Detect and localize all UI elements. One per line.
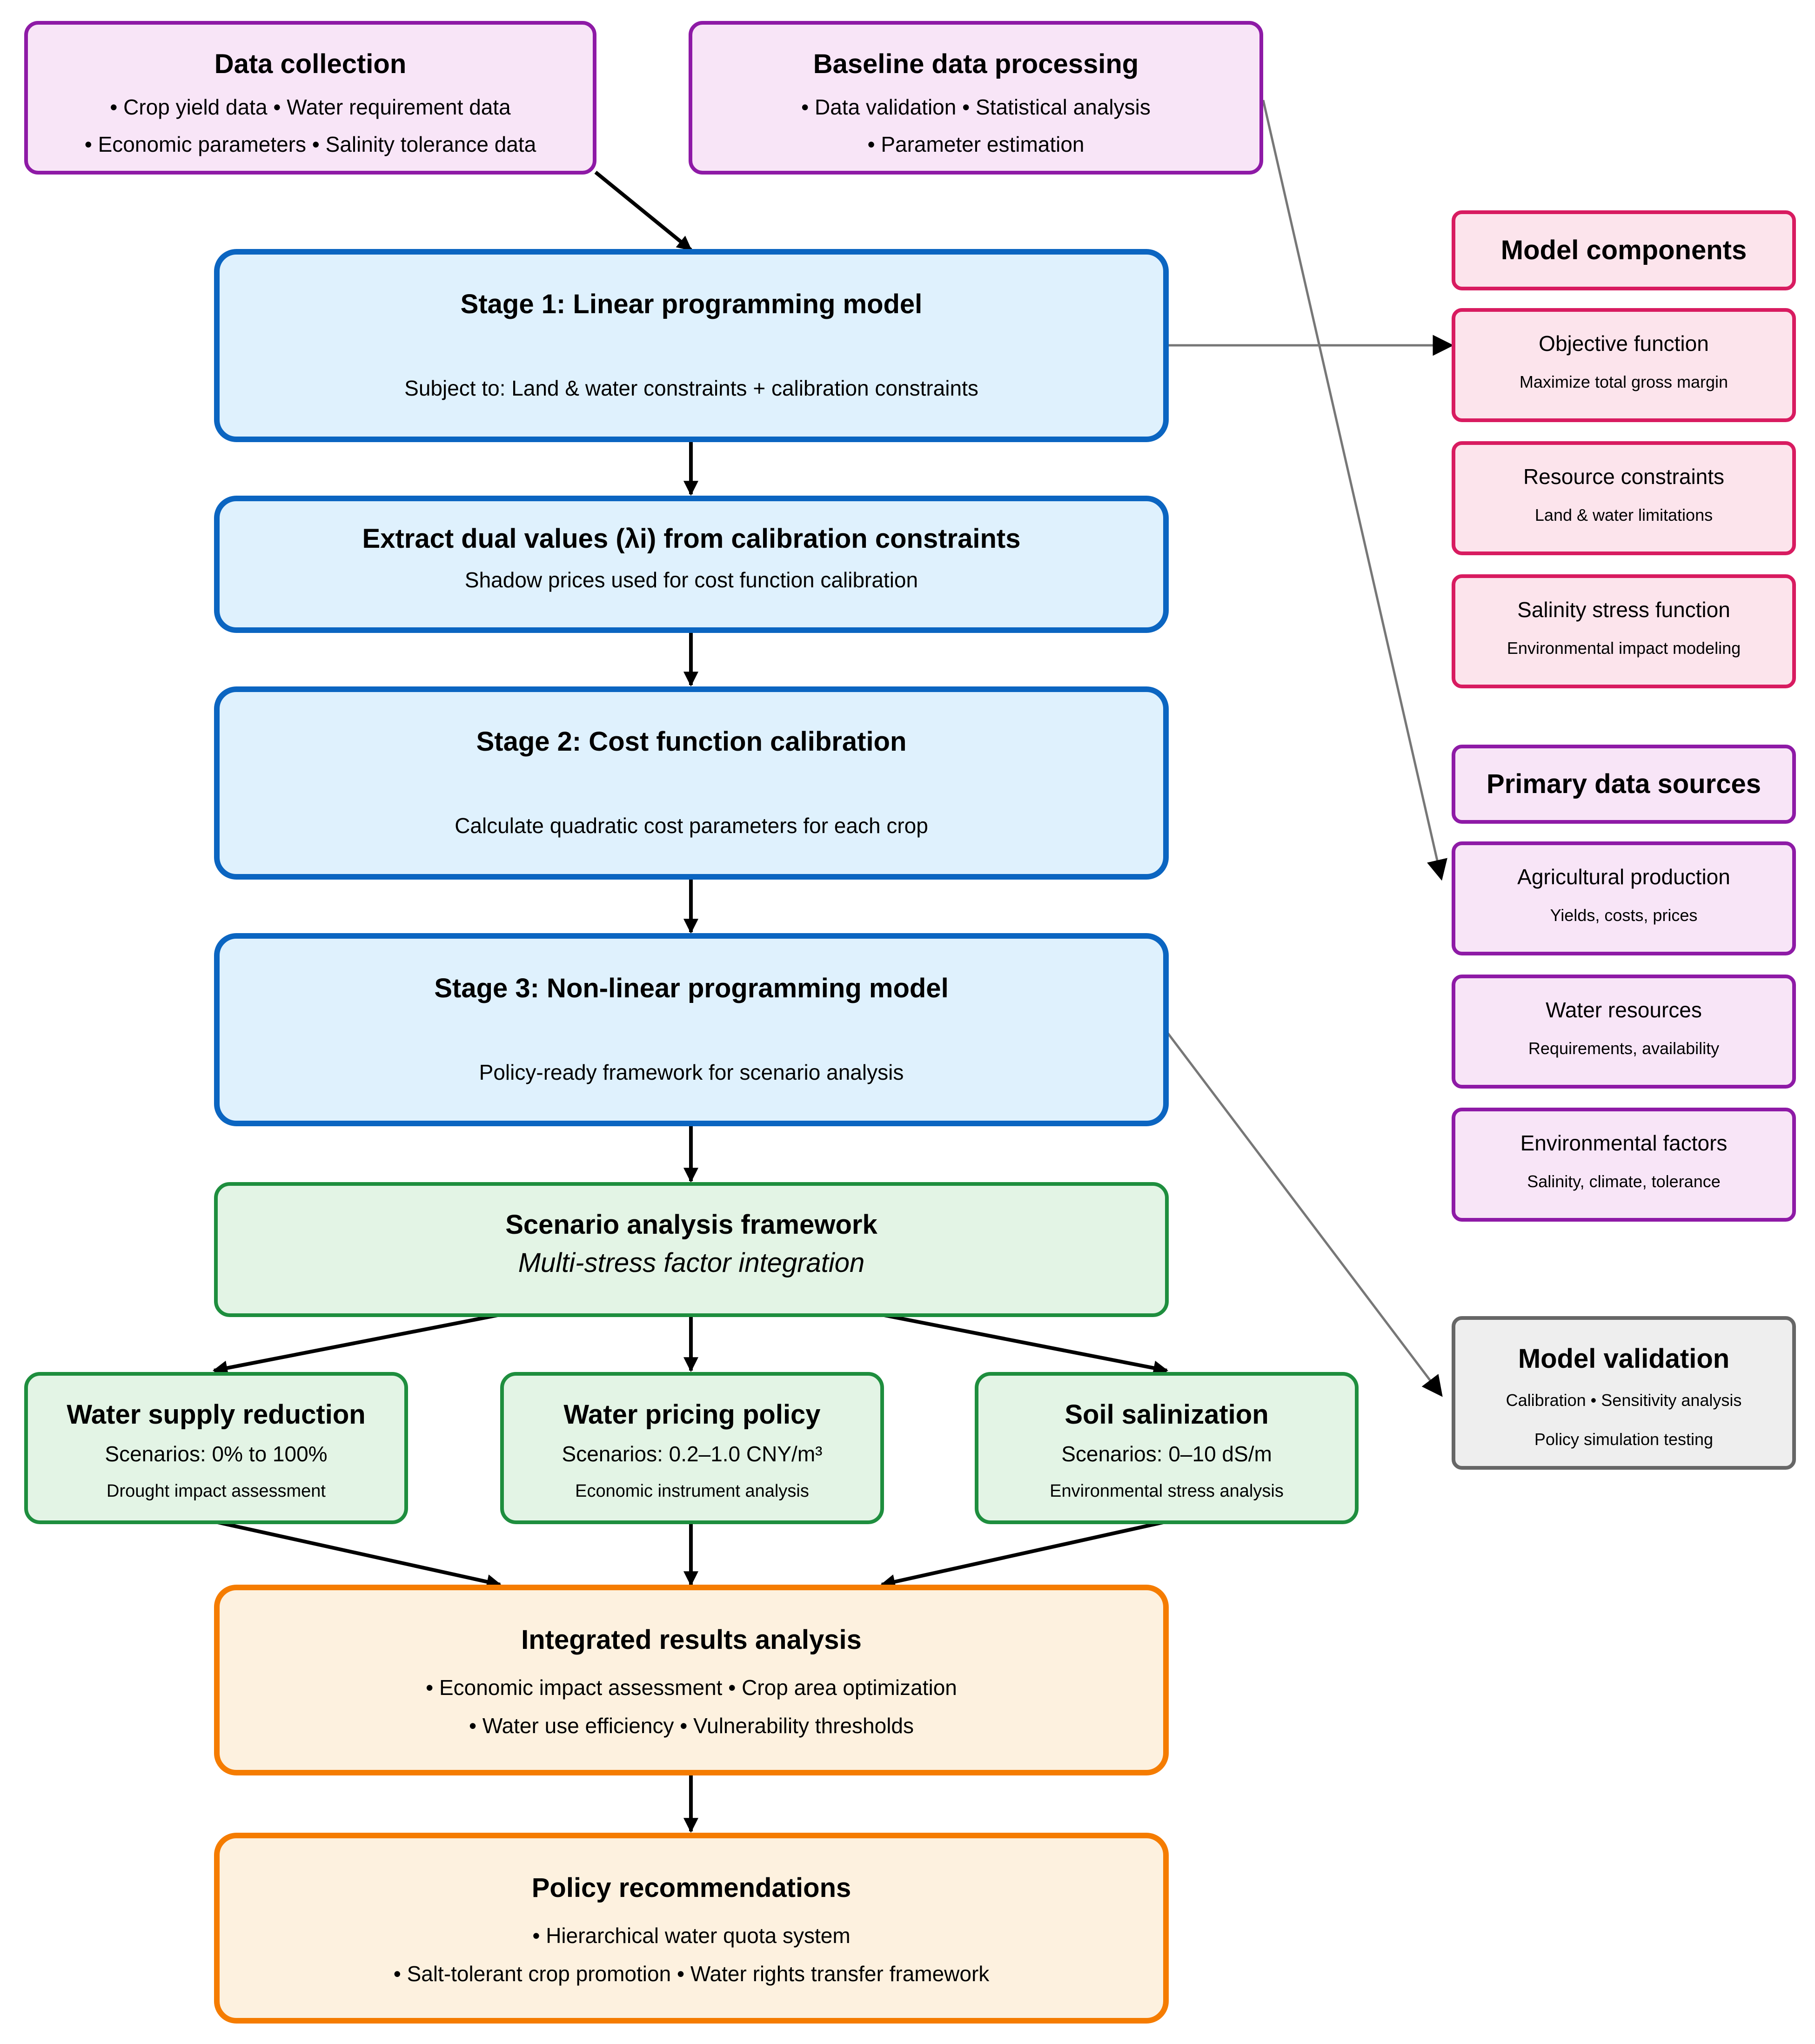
baseline-processing-title: Baseline data processing [813,49,1139,79]
stage1-title: Stage 1: Linear programming model [460,289,923,319]
data-source-agricultural-desc: Yields, costs, prices [1550,906,1698,925]
scenario-pricing-box: Water pricing policy Scenarios: 0.2–1.0 … [500,1372,884,1524]
data-source-water-desc: Requirements, availability [1528,1039,1720,1058]
stage2-box: Stage 2: Cost function calibration Calcu… [214,686,1169,880]
arrow-salinization-to-results [880,1520,1166,1589]
data-sources-title: Primary data sources [1487,769,1761,799]
baseline-processing-line-2: • Parameter estimation [867,132,1085,156]
arrow-framework-to-salinization [881,1313,1169,1376]
model-component-objective-title: Objective function [1539,331,1709,356]
policy-recommendations-line-2: • Salt-tolerant crop promotion • Water r… [393,1962,990,1986]
data-source-water: Water resources Requirements, availabili… [1452,975,1796,1089]
dual-values-title: Extract dual values (λi) from calibratio… [362,524,1021,554]
data-collection-title: Data collection [214,49,407,79]
scenario-framework-subtitle: Multi-stress factor integration [518,1248,865,1278]
baseline-processing-line-1: • Data validation • Statistical analysis [801,95,1151,119]
dual-values-box: Extract dual values (λi) from calibratio… [214,496,1169,633]
policy-recommendations-title: Policy recommendations [531,1873,851,1903]
model-components-title: Model components [1500,235,1747,265]
scenario-water-supply-range: Scenarios: 0% to 100% [105,1442,328,1466]
model-components-header: Model components [1452,210,1796,290]
scenario-water-supply-box: Water supply reduction Scenarios: 0% to … [24,1372,408,1524]
data-collection-box: Data collection • Crop yield data • Wate… [24,21,596,175]
arrow-water-supply-to-results [215,1520,502,1589]
model-component-objective: Objective function Maximize total gross … [1452,308,1796,422]
integrated-results-box: Integrated results analysis • Economic i… [214,1585,1169,1775]
integrated-results-title: Integrated results analysis [521,1625,862,1655]
arrow-framework-to-water-supply [212,1313,501,1376]
model-component-resources: Resource constraints Land & water limita… [1452,441,1796,555]
scenario-pricing-desc: Economic instrument analysis [575,1481,809,1501]
policy-recommendations-box: Policy recommendations • Hierarchical wa… [214,1833,1169,2024]
model-component-salinity-desc: Environmental impact modeling [1507,639,1741,658]
scenario-framework-box: Scenario analysis framework Multi-stress… [214,1182,1169,1317]
arrow-baseline-to-agricultural [1262,100,1447,881]
dual-values-subtitle: Shadow prices used for cost function cal… [464,568,918,592]
data-source-water-title: Water resources [1546,998,1702,1022]
integrated-results-line-1: • Economic impact assessment • Crop area… [426,1675,957,1700]
integrated-results-line-2: • Water use efficiency • Vulnerability t… [469,1714,914,1738]
data-collection-line-2: • Economic parameters • Salinity toleran… [84,132,536,156]
data-source-environmental-title: Environmental factors [1520,1131,1728,1155]
data-source-agricultural-title: Agricultural production [1517,865,1730,889]
model-component-salinity-title: Salinity stress function [1517,598,1730,622]
scenario-framework-title: Scenario analysis framework [505,1210,877,1240]
stage3-subtitle: Policy-ready framework for scenario anal… [479,1060,904,1084]
data-source-environmental-desc: Salinity, climate, tolerance [1527,1172,1721,1191]
stage2-subtitle: Calculate quadratic cost parameters for … [455,814,928,838]
baseline-processing-box: Baseline data processing • Data validati… [689,21,1263,175]
scenario-pricing-title: Water pricing policy [563,1399,821,1430]
scenario-pricing-range: Scenarios: 0.2–1.0 CNY/m³ [562,1442,823,1466]
scenario-salinization-title: Soil salinization [1065,1399,1269,1430]
stage2-title: Stage 2: Cost function calibration [476,726,907,757]
model-validation-line-1: Calibration • Sensitivity analysis [1506,1391,1742,1410]
stage1-box: Stage 1: Linear programming model Subjec… [214,249,1169,442]
arrow-data-to-stage1 [594,170,692,252]
scenario-water-supply-title: Water supply reduction [67,1399,366,1430]
arrow-stage3-to-validation [1167,1032,1443,1397]
stage3-title: Stage 3: Non-linear programming model [434,973,949,1003]
model-validation-box: Model validation Calibration • Sensitivi… [1452,1316,1796,1470]
data-source-environmental: Environmental factors Salinity, climate,… [1452,1108,1796,1222]
model-validation-line-2: Policy simulation testing [1534,1430,1714,1449]
scenario-salinization-range: Scenarios: 0–10 dS/m [1061,1442,1272,1466]
model-component-resources-title: Resource constraints [1523,464,1725,489]
data-collection-line-1: • Crop yield data • Water requirement da… [110,95,511,119]
data-source-agricultural: Agricultural production Yields, costs, p… [1452,841,1796,955]
policy-recommendations-line-1: • Hierarchical water quota system [532,1923,851,1948]
scenario-salinization-desc: Environmental stress analysis [1050,1481,1284,1501]
scenario-water-supply-desc: Drought impact assessment [107,1481,326,1501]
scenario-salinization-box: Soil salinization Scenarios: 0–10 dS/m E… [975,1372,1359,1524]
data-sources-header: Primary data sources [1452,745,1796,824]
model-component-objective-desc: Maximize total gross margin [1519,372,1728,391]
stage1-subtitle: Subject to: Land & water constraints + c… [404,376,978,400]
stage3-box: Stage 3: Non-linear programming model Po… [214,933,1169,1126]
model-component-salinity: Salinity stress function Environmental i… [1452,574,1796,688]
model-component-resources-desc: Land & water limitations [1534,505,1713,524]
model-validation-title: Model validation [1518,1344,1730,1374]
